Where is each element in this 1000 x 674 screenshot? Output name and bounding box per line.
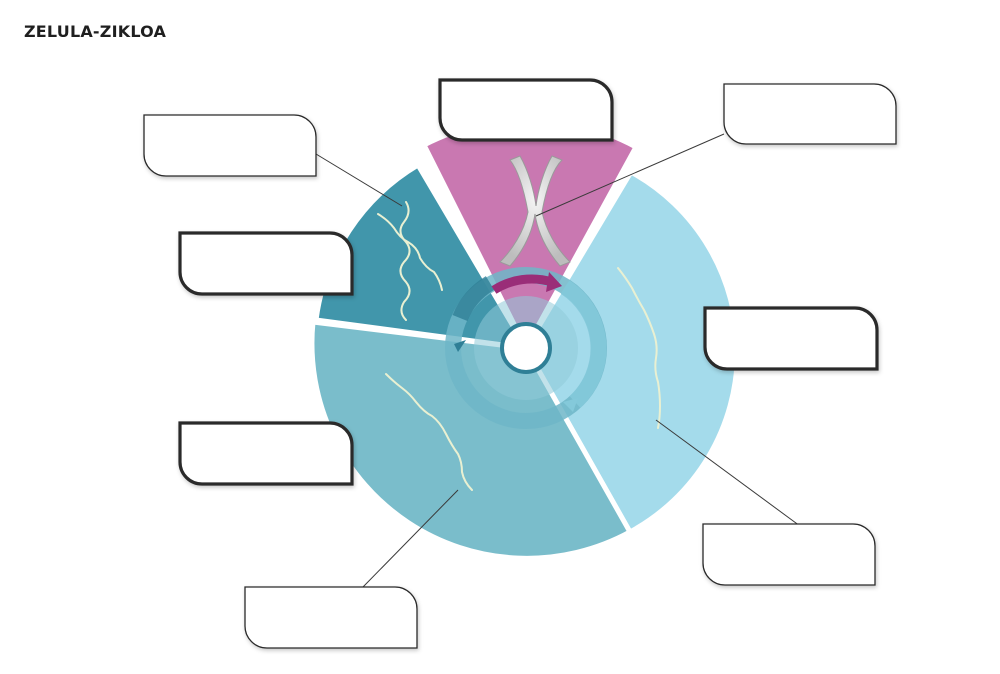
inner-rings	[445, 267, 607, 429]
label-box-right[interactable]	[703, 306, 879, 371]
label-box-upper-left[interactable]	[143, 114, 317, 177]
chromosome-icon	[499, 155, 571, 267]
label-box-bottom[interactable]	[244, 586, 418, 649]
mitosis-arrow	[491, 274, 554, 294]
dna-strand-right	[617, 267, 661, 429]
leader-line-top-right	[535, 133, 725, 217]
leader-line-upper-left	[315, 153, 403, 207]
leader-line-bottom	[361, 489, 459, 589]
leader-line-bottom-right	[655, 419, 801, 527]
dna-strand-bottom	[385, 373, 473, 491]
label-box-top-right[interactable]	[723, 83, 897, 145]
label-box-bottom-right[interactable]	[702, 523, 876, 586]
dna-strand-left-b	[377, 213, 443, 291]
phase-sector-bottom	[309, 319, 634, 561]
label-box-mid-left[interactable]	[178, 231, 354, 296]
diagram-title: ZELULA-ZIKLOA	[24, 22, 167, 41]
label-box-top[interactable]	[438, 78, 614, 142]
label-box-lower-left[interactable]	[178, 421, 354, 486]
dna-strand-left-a	[399, 201, 411, 321]
